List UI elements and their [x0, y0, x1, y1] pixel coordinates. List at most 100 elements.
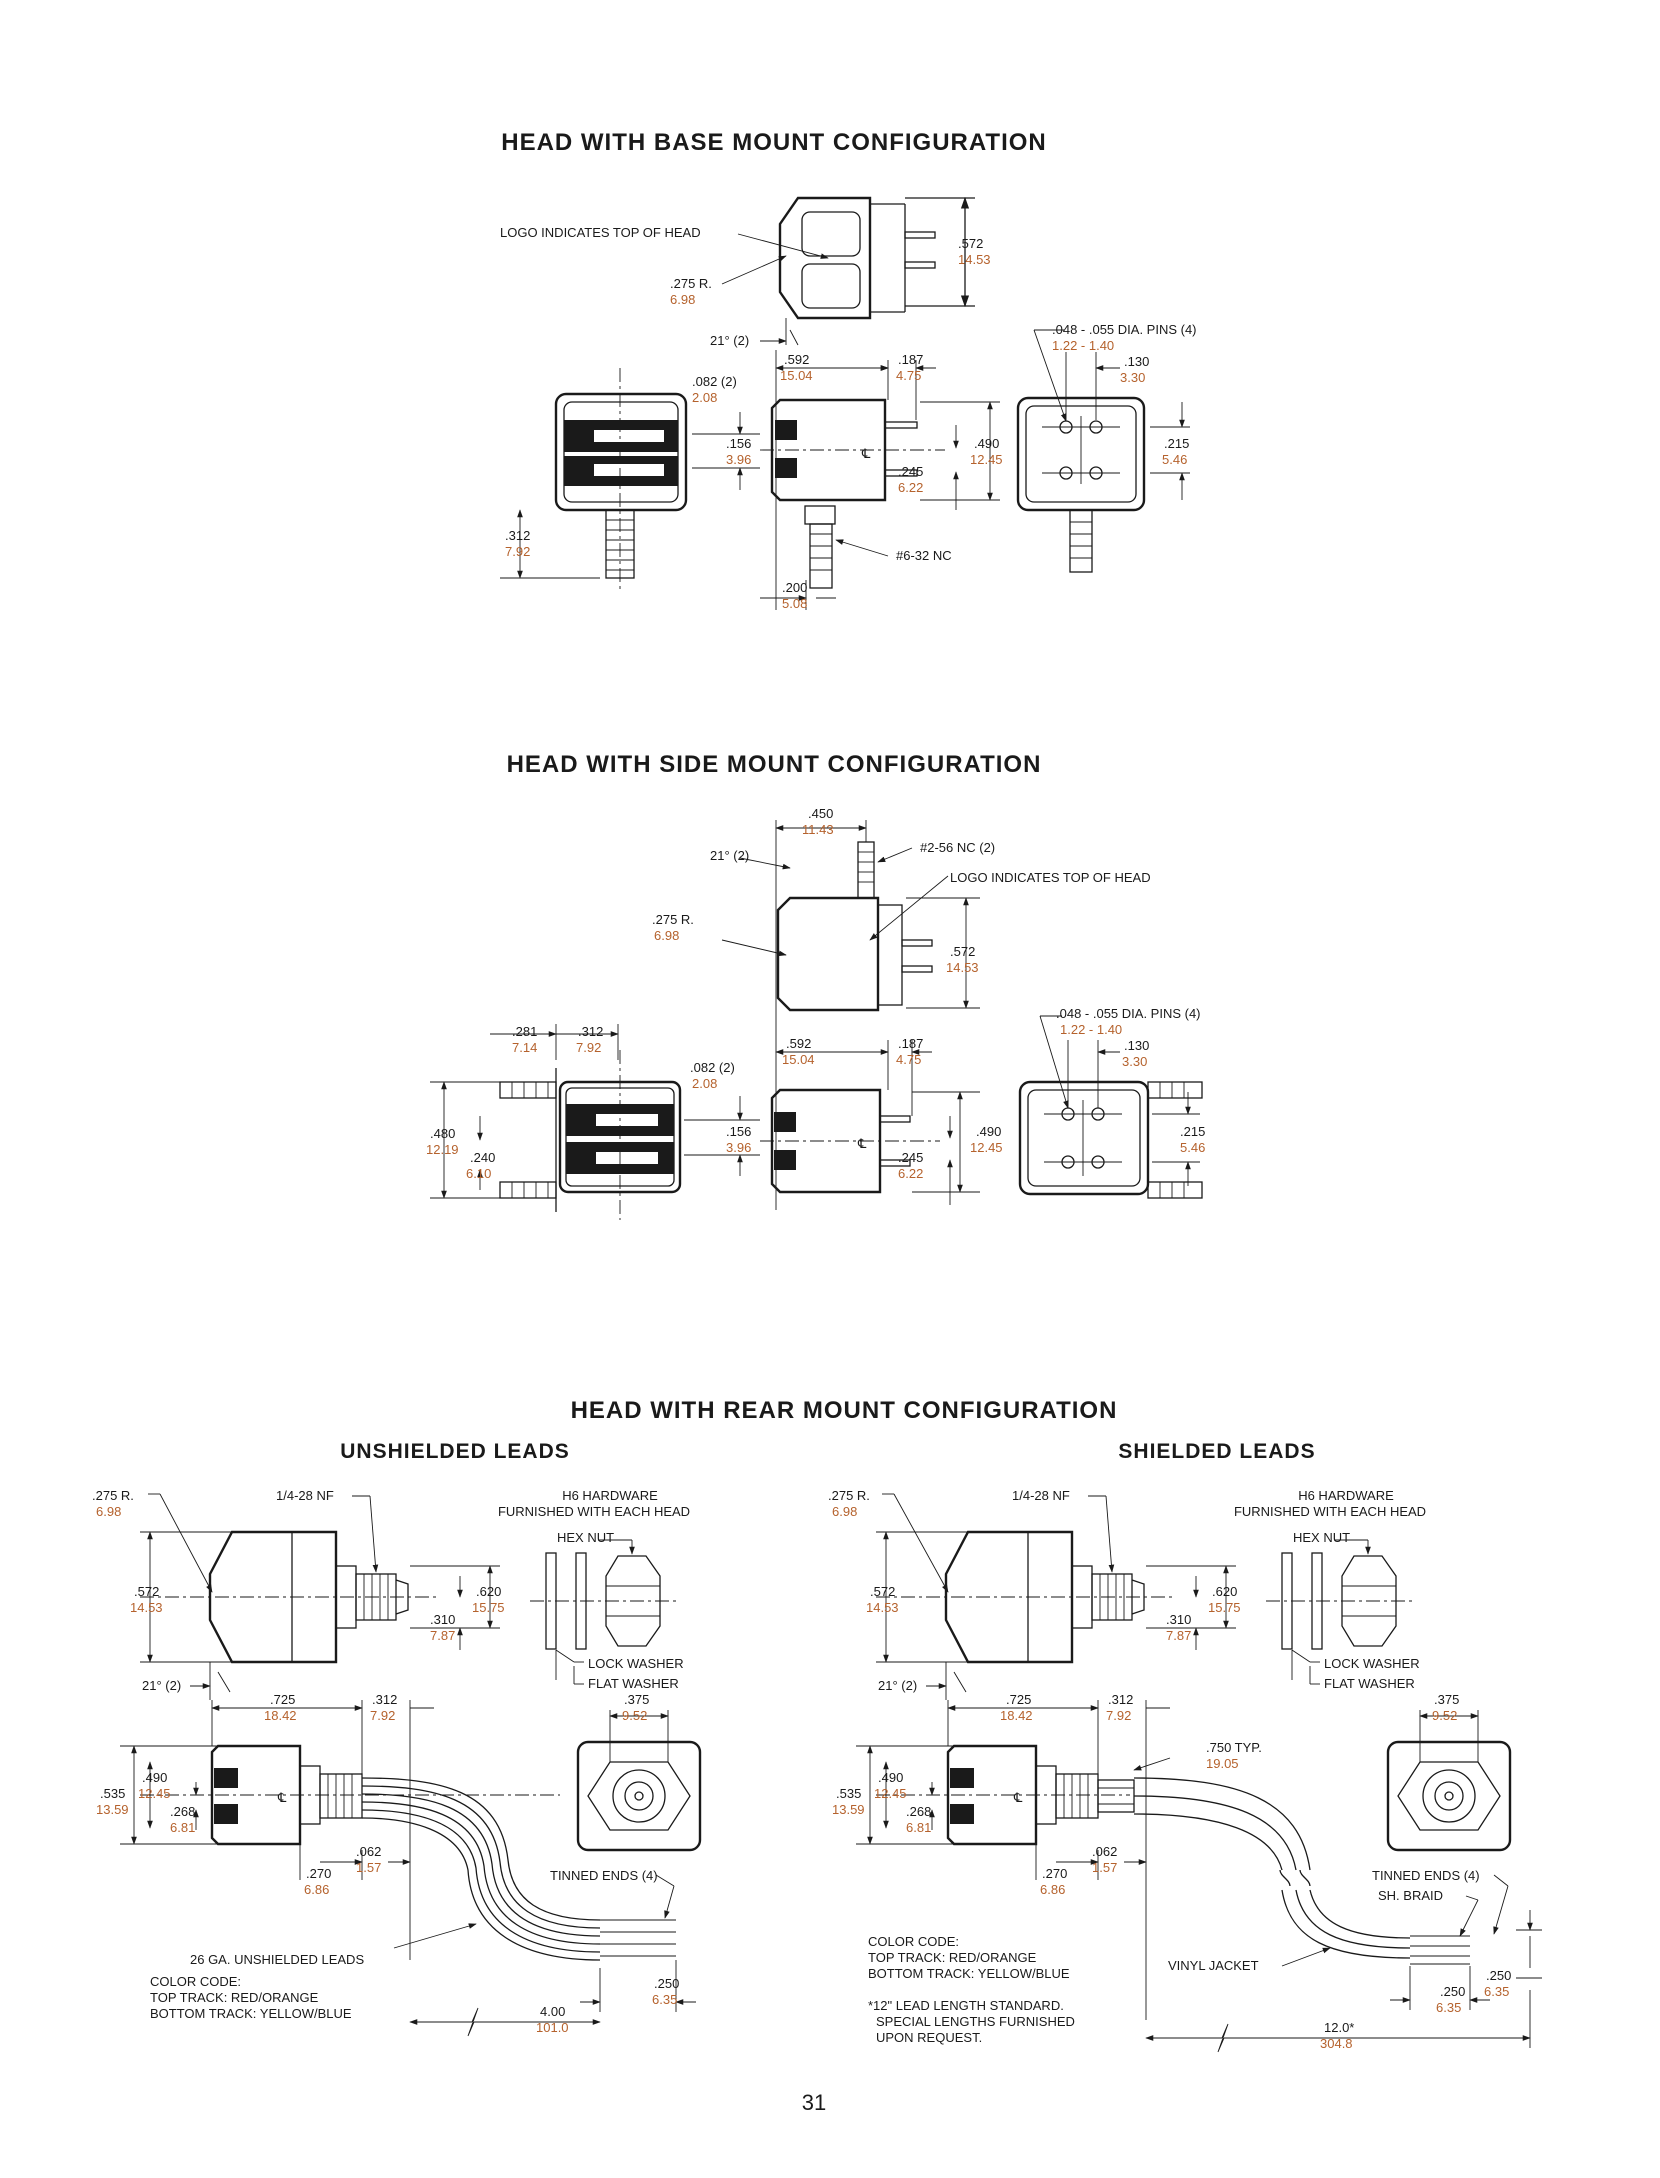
label-rear-right-d268: .268 — [906, 1804, 931, 1819]
label-side-d281: .281 — [512, 1024, 537, 1039]
label-rear-right-d535-mm: 13.59 — [832, 1802, 865, 1817]
label-base-angle: 21° (2) — [710, 333, 749, 348]
label-rear-left-angle: 21° (2) — [142, 1678, 181, 1693]
label-base-d156: .156 — [726, 436, 751, 451]
label-rear-right-tinned: TINNED ENDS (4) — [1372, 1868, 1480, 1883]
side-mount-drawing: ℄ — [430, 820, 1203, 1220]
label-rear-right-radius-mm: 6.98 — [832, 1504, 857, 1519]
rear-unshielded-drawing: ℄ — [120, 1493, 702, 2037]
label-base-d490-mm: 12.45 — [970, 452, 1003, 467]
label-rear-left-d620: .620 — [476, 1584, 501, 1599]
label-rear-right-d620-mm: 15.75 — [1208, 1600, 1241, 1615]
label-rear-right-d725-mm: 18.42 — [1000, 1708, 1033, 1723]
label-side-d450: .450 — [808, 806, 833, 821]
label-rear-left-d400-mm: 101.0 — [536, 2020, 569, 2035]
label-rear-left-d310: .310 — [430, 1612, 455, 1627]
label-side-d187-mm: 4.75 — [896, 1052, 921, 1067]
label-rear-left-d572-mm: 14.53 — [130, 1600, 163, 1615]
label-rear-left-gauge: 26 GA. UNSHIELDED LEADS — [190, 1952, 364, 1967]
label-rear-right-radius: .275 R. — [828, 1488, 870, 1503]
rear-unshielded-labels: .275 R. 6.98 1/4-28 NF H6 HARDWARE FURNI… — [92, 1488, 690, 2035]
side-mount-labels: .450 11.43 21° (2) #2-56 NC (2) LOGO IND… — [426, 806, 1205, 1181]
label-side-d156: .156 — [726, 1124, 751, 1139]
label-rear-left-d062: .062 — [356, 1844, 381, 1859]
label-side-d082-mm: 2.08 — [692, 1076, 717, 1091]
label-side-d592: .592 — [786, 1036, 811, 1051]
label-base-d312: .312 — [505, 528, 530, 543]
label-side-pins: .048 - .055 DIA. PINS (4) — [1056, 1006, 1201, 1021]
label-base-d245-mm: 6.22 — [898, 480, 923, 495]
label-rear-right-d310: .310 — [1166, 1612, 1191, 1627]
label-rear-right-d312-mm: 7.92 — [1106, 1708, 1131, 1723]
label-base-radius: .275 R. — [670, 276, 712, 291]
label-rear-right-bottom-track: BOTTOM TRACK: YELLOW/BLUE — [868, 1966, 1070, 1981]
label-side-d480-mm: 12.19 — [426, 1142, 459, 1157]
label-rear-left-flatwasher: FLAT WASHER — [588, 1676, 679, 1691]
label-rear-right-d375-mm: 9.52 — [1432, 1708, 1457, 1723]
label-base-d215: .215 — [1164, 436, 1189, 451]
label-base-d592: .592 — [784, 352, 809, 367]
label-base-d130-mm: 3.30 — [1120, 370, 1145, 385]
label-side-thread: #2-56 NC (2) — [920, 840, 995, 855]
label-side-d572-mm: 14.53 — [946, 960, 979, 975]
label-rear-left-d725: .725 — [270, 1692, 295, 1707]
label-rear-left-top-track: TOP TRACK: RED/ORANGE — [150, 1990, 319, 2005]
label-rear-right-top-track: TOP TRACK: RED/ORANGE — [868, 1950, 1037, 1965]
label-rear-right-d250a: .250 — [1486, 1968, 1511, 1983]
label-base-d490: .490 — [974, 436, 999, 451]
label-base-d572-mm: 14.53 — [958, 252, 991, 267]
label-base-d156-mm: 3.96 — [726, 452, 751, 467]
label-base-d200-mm: 5.08 — [782, 596, 807, 611]
label-rear-left-d270-mm: 6.86 — [304, 1882, 329, 1897]
label-side-d082: .082 (2) — [690, 1060, 735, 1075]
label-side-pins-mm: 1.22 - 1.40 — [1060, 1022, 1122, 1037]
label-rear-right-angle: 21° (2) — [878, 1678, 917, 1693]
label-rear-left-color-code: COLOR CODE: — [150, 1974, 241, 1989]
label-side-d450-mm: 11.43 — [802, 822, 834, 837]
label-side-d281-mm: 7.14 — [512, 1040, 537, 1055]
label-rear-right-d062-mm: 1.57 — [1092, 1860, 1117, 1875]
svg-text:℄: ℄ — [861, 446, 871, 461]
label-side-d130-mm: 3.30 — [1122, 1054, 1147, 1069]
label-rear-left-hexnut: HEX NUT — [557, 1530, 614, 1545]
label-side-d240: .240 — [470, 1150, 495, 1165]
label-side-radius-mm: 6.98 — [654, 928, 679, 943]
label-rear-right-note1: *12" LEAD LENGTH STANDARD. — [868, 1998, 1064, 2013]
label-rear-right-d572-mm: 14.53 — [866, 1600, 899, 1615]
label-side-d245: .245 — [898, 1150, 923, 1165]
rear-shielded-drawing: ℄ — [856, 1493, 1542, 2053]
label-rear-left-lockwasher: LOCK WASHER — [588, 1656, 684, 1671]
label-base-d187: .187 — [898, 352, 923, 367]
label-rear-right-d490-mm: 12.45 — [874, 1786, 907, 1801]
label-rear-left-radius-mm: 6.98 — [96, 1504, 121, 1519]
label-base-d082-mm: 2.08 — [692, 390, 717, 405]
label-base-d245: .245 — [898, 464, 923, 479]
svg-text:℄: ℄ — [1013, 1790, 1023, 1805]
label-base-d215-mm: 5.46 — [1162, 452, 1187, 467]
svg-text:℄: ℄ — [277, 1790, 287, 1805]
label-rear-right-note3: UPON REQUEST. — [876, 2030, 982, 2045]
label-rear-left-d572: .572 — [134, 1584, 159, 1599]
label-rear-right-d572: .572 — [870, 1584, 895, 1599]
label-rear-right-d120: 12.0* — [1324, 2020, 1354, 2035]
label-side-d240-mm: 6.10 — [466, 1166, 491, 1181]
label-rear-left-hardware2: FURNISHED WITH EACH HEAD — [498, 1504, 690, 1519]
page-number: 31 — [802, 2090, 826, 2115]
label-rear-right-hardware2: FURNISHED WITH EACH HEAD — [1234, 1504, 1426, 1519]
label-side-d245-mm: 6.22 — [898, 1166, 923, 1181]
label-rear-left-d375: .375 — [624, 1692, 649, 1707]
rear-shielded-labels: .275 R. 6.98 1/4-28 NF H6 HARDWARE FURNI… — [828, 1488, 1511, 2051]
label-side-d187: .187 — [898, 1036, 923, 1051]
subtitle-unshielded: UNSHIELDED LEADS — [340, 1440, 570, 1463]
label-rear-right-thread: 1/4-28 NF — [1012, 1488, 1070, 1503]
label-rear-right-d310-mm: 7.87 — [1166, 1628, 1191, 1643]
label-side-d592-mm: 15.04 — [782, 1052, 815, 1067]
label-rear-right-d270-mm: 6.86 — [1040, 1882, 1065, 1897]
label-rear-right-note2: SPECIAL LENGTHS FURNISHED — [876, 2014, 1075, 2029]
label-side-logo: LOGO INDICATES TOP OF HEAD — [950, 870, 1151, 885]
label-rear-left-radius: .275 R. — [92, 1488, 134, 1503]
label-rear-right-hexnut: HEX NUT — [1293, 1530, 1350, 1545]
label-rear-right-d268-mm: 6.81 — [906, 1820, 931, 1835]
label-rear-left-d270: .270 — [306, 1866, 331, 1881]
